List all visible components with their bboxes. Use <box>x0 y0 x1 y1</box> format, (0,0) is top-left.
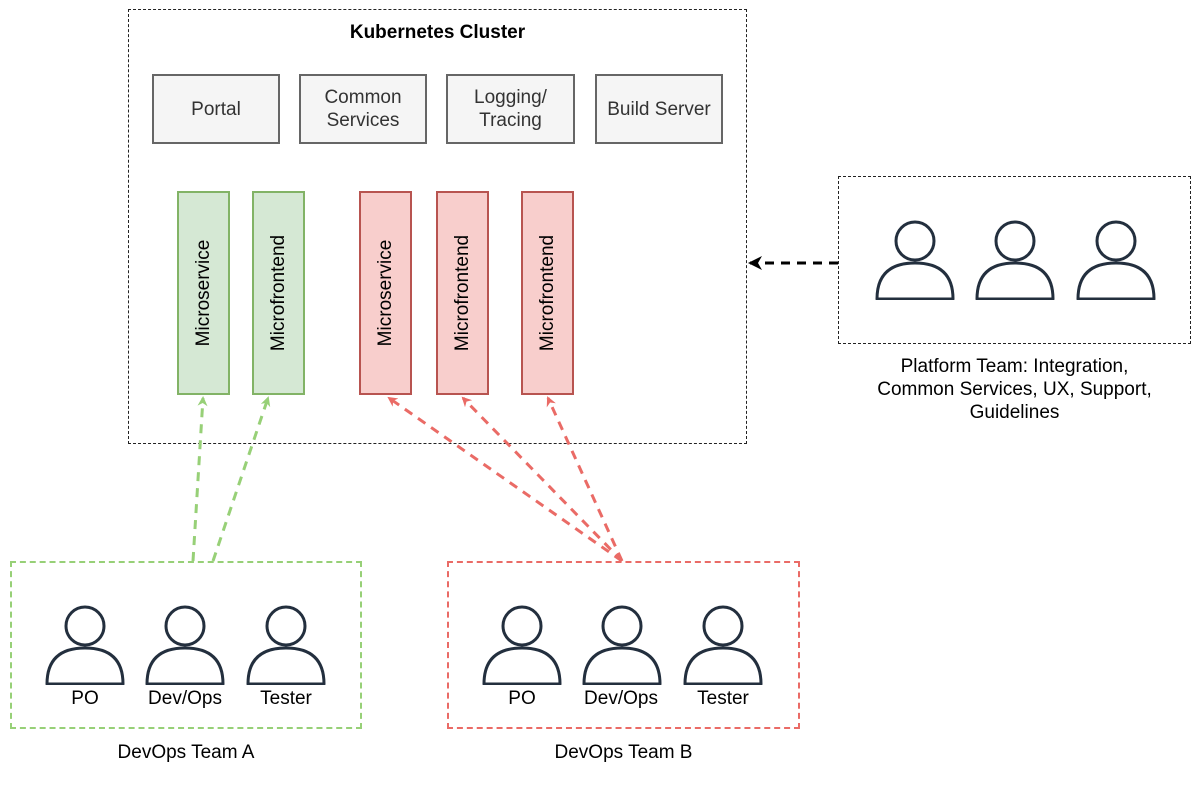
team-a-microservice: Microservice <box>177 191 230 395</box>
user-icon <box>582 605 662 685</box>
team-a-role-po: PO <box>71 688 99 709</box>
portal-box: Portal <box>152 74 280 144</box>
team-b-role-devops: Dev/Ops <box>584 688 658 709</box>
user-icon <box>246 605 326 685</box>
common-services-box: Common Services <box>299 74 427 144</box>
build-server-box: Build Server <box>595 74 723 144</box>
team-a-role-devops: Dev/Ops <box>148 688 222 709</box>
team-a-arrow-microservice <box>191 396 208 562</box>
team-b-caption: DevOps Team B <box>554 742 693 763</box>
platform-team-box <box>838 176 1191 344</box>
team-b-microservice: Microservice <box>359 191 412 395</box>
team-b-microfrontend-2: Microfrontend <box>521 191 574 395</box>
team-b-role-tester: Tester <box>697 688 749 709</box>
team-a-caption: DevOps Team A <box>117 742 255 763</box>
team-b-role-po: PO <box>508 688 536 709</box>
user-icon <box>975 220 1055 300</box>
team-a-role-tester: Tester <box>260 688 312 709</box>
kubernetes-cluster <box>128 9 747 444</box>
team-b-arrow-microservice <box>387 396 623 563</box>
user-icon <box>875 220 955 300</box>
user-icon <box>482 605 562 685</box>
team-b-arrow-microfrontend-2 <box>546 396 624 562</box>
devops-team-b-box <box>447 561 800 729</box>
team-b-arrow-microfrontend-1 <box>461 396 624 563</box>
cluster-title: Kubernetes Cluster <box>349 22 526 43</box>
user-icon <box>683 605 763 685</box>
devops-team-a-box <box>10 561 362 729</box>
team-b-microfrontend-1: Microfrontend <box>436 191 489 395</box>
team-a-arrow-microfrontend <box>211 396 271 562</box>
platform-team-caption: Platform Team: Integration, Common Servi… <box>877 356 1152 423</box>
user-icon <box>145 605 225 685</box>
user-icon <box>1076 220 1156 300</box>
logging-tracing-box: Logging/ Tracing <box>446 74 575 144</box>
user-icon <box>45 605 125 685</box>
team-a-microfrontend: Microfrontend <box>252 191 305 395</box>
